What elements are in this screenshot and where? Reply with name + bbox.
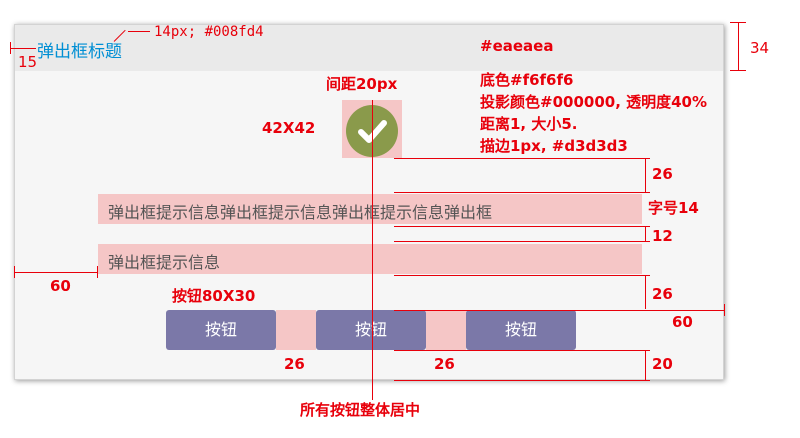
- title-padding-tick: [10, 42, 11, 54]
- bg-spec-3: 距离1, 大小5.: [480, 115, 578, 133]
- dialog-header: 弹出框标题: [15, 25, 723, 71]
- header-color-label: #eaeaea: [480, 37, 554, 55]
- dialog-button-3[interactable]: 按钮: [466, 310, 576, 350]
- button-size-label: 按钮80X30: [172, 287, 256, 305]
- icon-size-label: 42X42: [262, 119, 316, 137]
- message-line1: 弹出框提示信息弹出框提示信息弹出框提示信息弹出框: [108, 203, 493, 222]
- header-height-line: [738, 22, 739, 70]
- gap-icon-label: 26: [652, 165, 673, 183]
- bg-spec-1: 底色#f6f6f6: [480, 71, 574, 89]
- button-gap-label-2: 26: [434, 355, 455, 373]
- left-margin-tick: [97, 266, 98, 278]
- left-margin-label: 60: [50, 277, 71, 295]
- bg-spec-2: 投影颜色#000000, 透明度40%: [480, 93, 708, 111]
- line-gap-line: [394, 226, 650, 227]
- bottom-padding-line: [394, 380, 650, 381]
- message-line2: 弹出框提示信息: [108, 253, 221, 272]
- bottom-padding-vline: [645, 350, 646, 380]
- right-margin-tick: [724, 304, 725, 316]
- gap-icon-vline: [645, 158, 646, 192]
- font-size-label: 字号14: [648, 199, 699, 217]
- right-margin-line: [394, 310, 724, 311]
- title-spec-label: 14px; #008fd4: [154, 24, 264, 40]
- title-spec-line: [128, 31, 150, 32]
- gap-buttons-label: 26: [652, 285, 673, 303]
- header-height-tick: [730, 22, 746, 23]
- dialog-button-2[interactable]: 按钮: [316, 310, 426, 350]
- message-line2-highlight: [98, 244, 642, 274]
- title-padding-label: 15: [18, 53, 38, 71]
- left-margin-tick: [14, 266, 15, 278]
- line-gap-label: 12: [652, 227, 673, 245]
- button-gap-highlight: [276, 310, 316, 350]
- bottom-padding-line: [394, 350, 650, 351]
- left-margin-line: [14, 272, 98, 273]
- header-height-tick: [730, 70, 746, 71]
- dialog-title: 弹出框标题: [37, 42, 122, 62]
- message-line1-highlight: [98, 194, 642, 224]
- line-gap-vline: [645, 226, 646, 241]
- line-gap-line: [394, 241, 650, 242]
- gap-icon-line: [394, 192, 650, 193]
- bg-spec-4: 描边1px, #d3d3d3: [480, 137, 628, 155]
- center-note: 所有按钮整体居中: [300, 401, 421, 419]
- dialog-button-1[interactable]: 按钮: [166, 310, 276, 350]
- title-padding-line: [10, 48, 36, 49]
- gap-icon-line: [394, 158, 650, 159]
- right-margin-label: 60: [672, 313, 693, 331]
- icon-spacing-label: 间距20px: [326, 75, 398, 93]
- bottom-padding-label: 20: [652, 355, 673, 373]
- button-gap-label-1: 26: [284, 355, 305, 373]
- gap-buttons-vline: [645, 275, 646, 309]
- header-height-label: 34: [750, 39, 770, 57]
- button-gap-highlight: [426, 310, 466, 350]
- center-line: [372, 100, 373, 400]
- gap-buttons-line: [394, 275, 650, 276]
